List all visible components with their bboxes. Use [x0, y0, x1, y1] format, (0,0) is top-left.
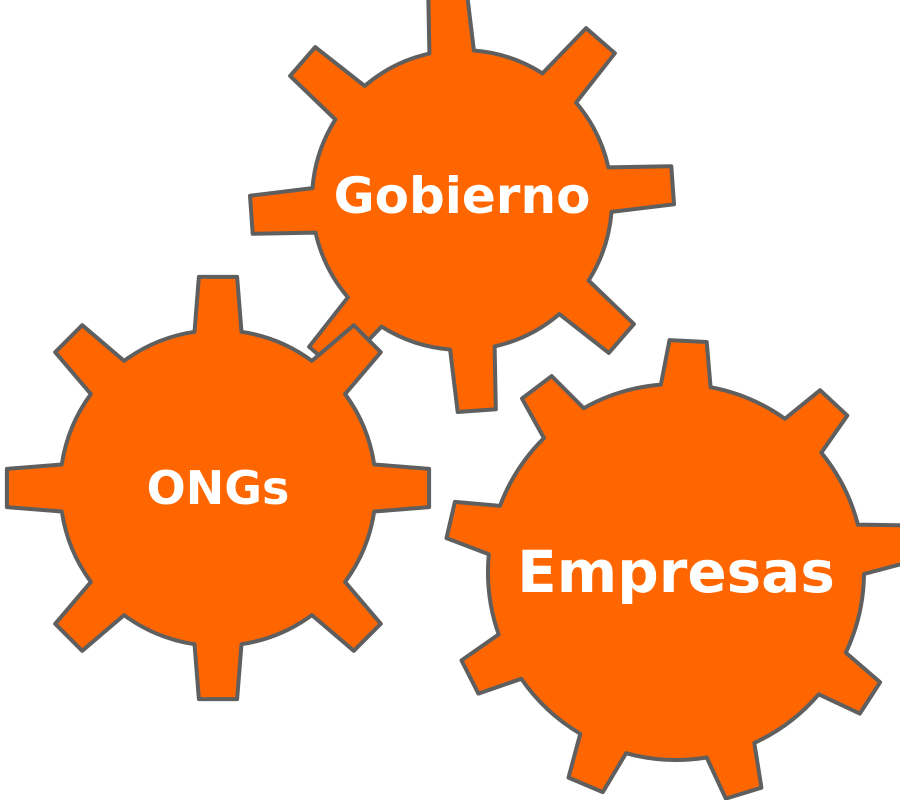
- gear-gobierno: Gobierno: [248, 0, 676, 414]
- gear-gobierno-shape: [248, 0, 676, 414]
- gear-gobierno-label: Gobierno: [334, 167, 591, 225]
- gear-ongs: ONGs: [4, 274, 432, 702]
- gear-ongs-shape: [4, 274, 432, 702]
- gear-ongs-label: ONGs: [147, 461, 290, 515]
- gear-empresas-shape: [444, 338, 900, 800]
- gear-empresas-label: Empresas: [517, 538, 835, 606]
- gear-empresas: Empresas: [444, 338, 900, 800]
